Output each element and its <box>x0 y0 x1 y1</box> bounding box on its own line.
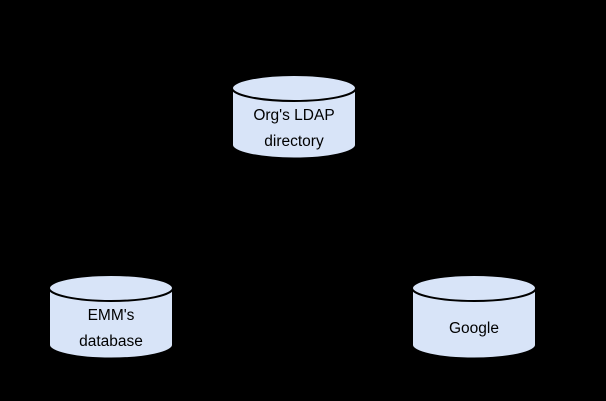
cylinder-top-shape <box>231 74 357 102</box>
cylinder-label-emms-database: EMM's database <box>79 307 143 350</box>
cylinder-label-google: Google <box>449 320 499 337</box>
cylinder-label-orgs-ldap-directory: Org's LDAP directory <box>253 107 335 150</box>
cylinder-top-shape <box>48 274 174 302</box>
node-orgs-ldap-directory: Org's LDAP directory <box>231 74 357 160</box>
database-cylinder-icon <box>231 74 357 160</box>
database-cylinder-icon <box>48 274 174 360</box>
node-google: Google <box>411 274 537 360</box>
cylinder-body-shape <box>48 288 174 360</box>
node-emms-database: EMM's database <box>48 274 174 360</box>
cylinder-body-shape <box>411 288 537 360</box>
database-cylinder-icon <box>411 274 537 360</box>
cylinder-body-shape <box>231 88 357 160</box>
cylinder-top-shape <box>411 274 537 302</box>
